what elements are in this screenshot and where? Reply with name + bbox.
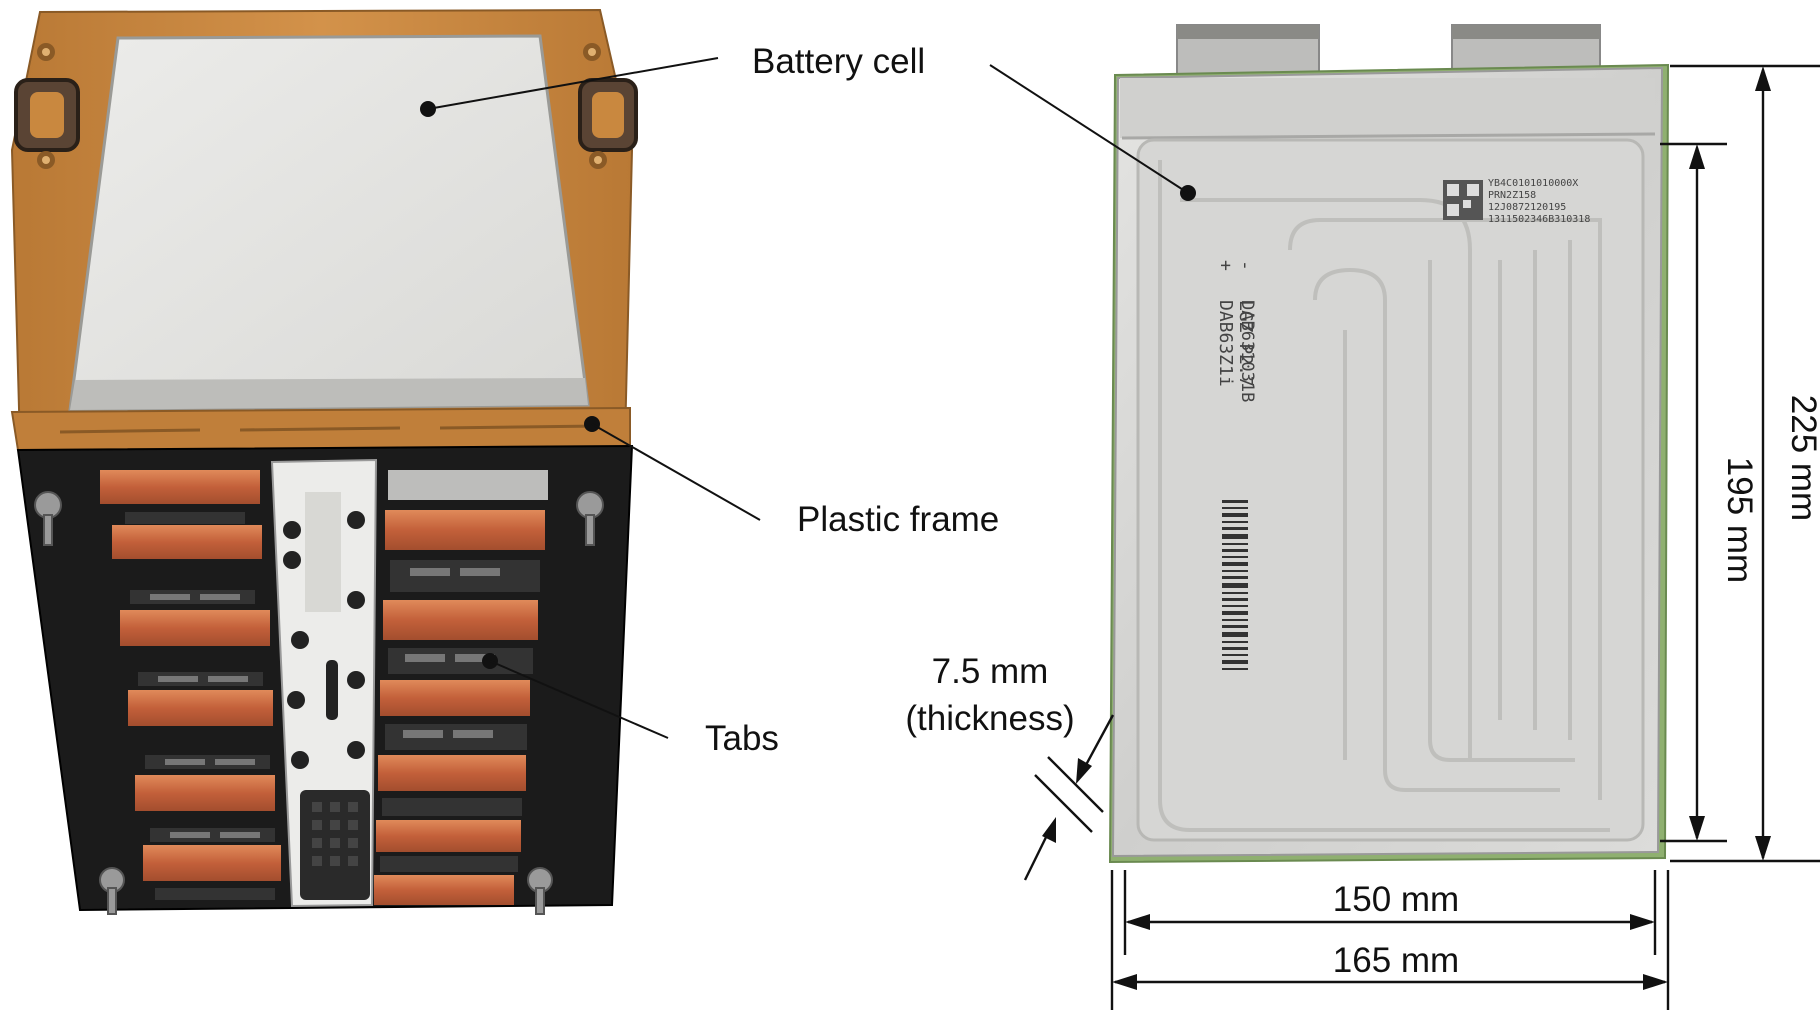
dimension-thickness xyxy=(1023,714,1115,881)
qr-code xyxy=(1443,180,1483,220)
qr-text-line-2: PRN2Z158 xyxy=(1488,190,1536,201)
dimension-225 xyxy=(1755,66,1771,861)
dimension-195 xyxy=(1689,144,1705,841)
qr-text-line-3: 12J0872120195 xyxy=(1488,202,1566,213)
barcode xyxy=(1222,500,1248,670)
dimension-extension-lines xyxy=(1110,64,1820,1010)
dimension-150 xyxy=(1125,914,1655,930)
tabs-label: Tabs xyxy=(705,719,779,758)
height-inner-label: 195 mm xyxy=(1720,457,1759,583)
polarity-minus: - xyxy=(1235,260,1256,271)
thickness-value-label: 7.5 mm xyxy=(932,652,1049,691)
plastic-frame-label: Plastic frame xyxy=(797,500,999,539)
module-bolts xyxy=(34,491,604,915)
cell-face xyxy=(1136,138,1645,842)
battery-cell-label: Battery cell xyxy=(752,42,925,81)
qr-text-line-1: YB4C0101010000X xyxy=(1488,178,1578,189)
cell-code-1: DAB63Z1i xyxy=(1215,300,1236,387)
battery-module xyxy=(10,8,638,915)
dimension-165 xyxy=(1112,974,1668,990)
copper-tabs-right xyxy=(374,470,548,905)
pouch-cell: YB4C0101010000X PRN2Z158 12J0872120195 1… xyxy=(1108,24,1670,864)
cell-code-2: DAB631031B xyxy=(1237,300,1257,402)
width-outer-label: 165 mm xyxy=(1333,941,1459,980)
thickness-note-label: (thickness) xyxy=(905,699,1074,738)
qr-text-line-4: 1311502346B310318 xyxy=(1488,214,1590,225)
cell-model-text: LGZ P2.7 xyxy=(1235,300,1256,387)
top-cell-face xyxy=(68,34,590,412)
copper-tabs-left xyxy=(100,470,281,881)
width-inner-label: 150 mm xyxy=(1333,880,1459,919)
polarity-plus: + xyxy=(1215,260,1236,271)
height-outer-label: 225 mm xyxy=(1784,395,1820,521)
